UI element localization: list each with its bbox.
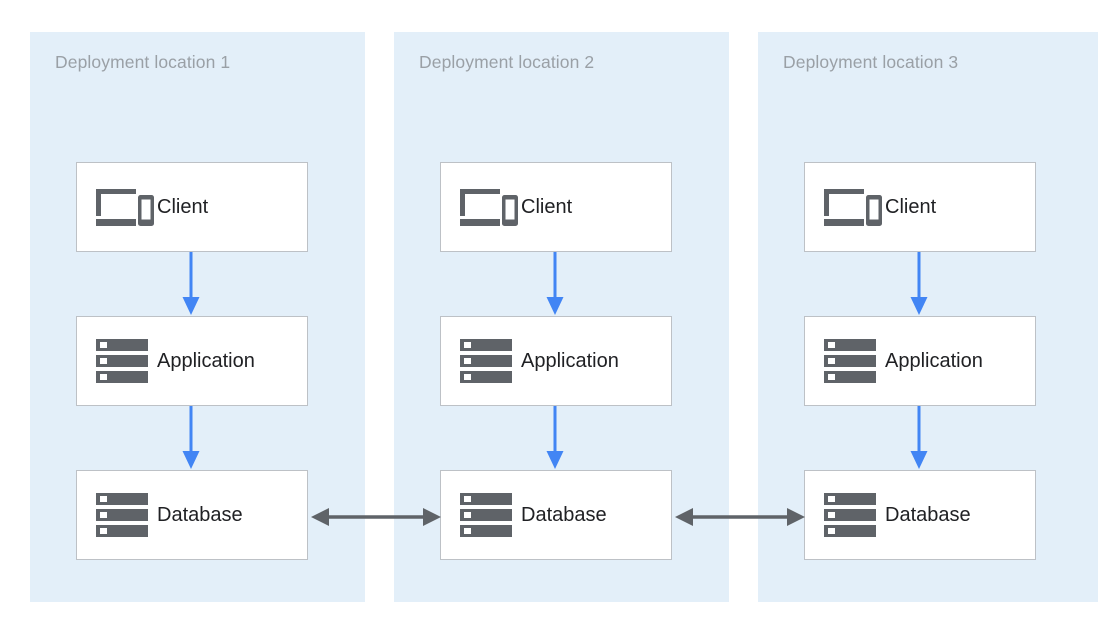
connector-client-to-application-1 [181, 252, 201, 316]
devices-icon [821, 184, 883, 230]
node-card-database-3[interactable]: Database [804, 470, 1036, 560]
connector-application-to-database-2 [545, 406, 565, 470]
server-stack-icon [457, 492, 519, 538]
server-stack-icon [93, 492, 155, 538]
connector-application-to-database-3 [909, 406, 929, 470]
node-card-client-3[interactable]: Client [804, 162, 1036, 252]
node-label-application-3: Application [885, 349, 983, 372]
deployment-panel-3: Deployment location 3 Client [758, 32, 1098, 602]
node-card-client-2[interactable]: Client [440, 162, 672, 252]
node-label-client-1: Client [157, 195, 209, 218]
devices-icon [457, 184, 519, 230]
node-card-application-2[interactable]: Application [440, 316, 672, 406]
deployment-panel-1: Deployment location 1 Client [30, 32, 365, 602]
node-label-database-2: Database [521, 503, 607, 526]
node-label-client-3: Client [885, 195, 937, 218]
connector-client-to-application-3 [909, 252, 929, 316]
node-card-application-1[interactable]: Application [76, 316, 308, 406]
server-stack-icon [93, 338, 155, 384]
node-card-application-3[interactable]: Application [804, 316, 1036, 406]
connector-database-1-to-2 [310, 505, 442, 529]
node-label-database-3: Database [885, 503, 971, 526]
server-stack-icon [821, 338, 883, 384]
connector-database-2-to-3 [674, 505, 806, 529]
connector-application-to-database-1 [181, 406, 201, 470]
node-card-database-2[interactable]: Database [440, 470, 672, 560]
panel-title-2: Deployment location 2 [419, 52, 595, 72]
server-stack-icon [457, 338, 519, 384]
deployment-panel-2: Deployment location 2 Client [394, 32, 729, 602]
node-card-database-1[interactable]: Database [76, 470, 308, 560]
node-label-application-1: Application [157, 349, 255, 372]
devices-icon [93, 184, 155, 230]
panel-title-3: Deployment location 3 [783, 52, 959, 72]
panel-title-1: Deployment location 1 [55, 52, 231, 72]
node-label-client-2: Client [521, 195, 573, 218]
node-label-application-2: Application [521, 349, 619, 372]
node-label-database-1: Database [157, 503, 243, 526]
node-card-client-1[interactable]: Client [76, 162, 308, 252]
server-stack-icon [821, 492, 883, 538]
connector-client-to-application-2 [545, 252, 565, 316]
